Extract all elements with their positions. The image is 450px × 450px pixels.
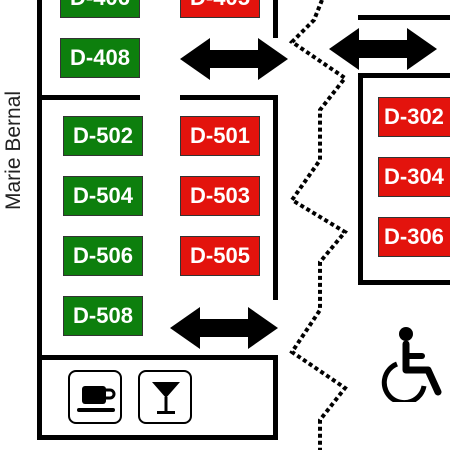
wall-lounge-bottom <box>37 435 278 440</box>
wall-top-block-right <box>273 0 278 38</box>
coffee-cup-icon <box>77 386 116 412</box>
double-arrow-icon <box>329 28 437 70</box>
room-d503[interactable]: D-503 <box>180 176 260 216</box>
room-d502[interactable]: D-502 <box>63 116 143 156</box>
room-d302[interactable]: D-302 <box>378 97 450 137</box>
room-d508[interactable]: D-508 <box>63 296 143 336</box>
room-d408[interactable]: D-408 <box>60 38 140 78</box>
wall-left-outer <box>37 0 42 440</box>
double-arrow-icon <box>170 307 278 349</box>
wall-right-top <box>358 15 450 20</box>
wall-right-block-top <box>358 73 450 78</box>
wall-divider-left <box>37 95 140 100</box>
room-d501[interactable]: D-501 <box>180 116 260 156</box>
bar-amenity[interactable] <box>138 370 192 424</box>
room-d406[interactable]: D-406 <box>60 0 140 18</box>
wall-lounge-right <box>273 355 278 440</box>
wall-right-block-left <box>358 73 363 285</box>
room-d504[interactable]: D-504 <box>63 176 143 216</box>
cafe-amenity[interactable] <box>68 370 122 424</box>
room-d505[interactable]: D-505 <box>180 236 260 276</box>
room-d304[interactable]: D-304 <box>378 157 450 197</box>
room-d506[interactable]: D-506 <box>63 236 143 276</box>
wall-divider-right <box>180 95 278 100</box>
room-d306[interactable]: D-306 <box>378 217 450 257</box>
wall-mid-block-right <box>273 95 278 300</box>
wheelchair-icon <box>381 327 442 402</box>
cocktail-glass-icon <box>152 382 180 414</box>
wall-lounge-top <box>37 355 278 360</box>
wall-right-block-bottom <box>358 280 450 285</box>
room-d405[interactable]: D-405 <box>180 0 260 18</box>
double-arrow-icon <box>180 38 288 80</box>
